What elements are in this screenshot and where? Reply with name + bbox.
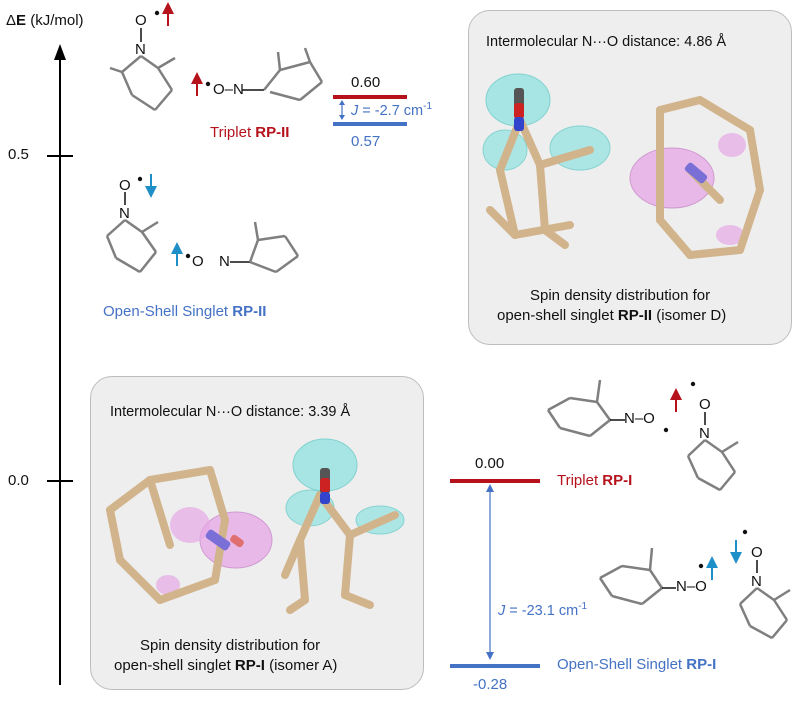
- spin-lobe: [629, 147, 715, 209]
- atom-o: O: [192, 253, 204, 270]
- panel-rp1-caption-suffix: (isomer A): [264, 657, 338, 674]
- axis-label-delta: Δ: [6, 12, 17, 29]
- atom-o: O: [135, 12, 147, 29]
- label-bold: RP-II: [232, 303, 267, 320]
- panel-rp1-caption-line1: Spin density distribution for: [140, 637, 321, 654]
- n-atom: [684, 162, 708, 184]
- o-atom: [230, 534, 244, 548]
- j-unit-exponent: -1: [578, 601, 588, 612]
- label-singlet-rp2: Open-Shell Singlet RP-II: [103, 303, 266, 320]
- level-triplet-rp1: [450, 479, 540, 483]
- j-symbol: J: [498, 602, 506, 619]
- rp1-molecule-left: [106, 466, 273, 604]
- n-atom: [514, 117, 524, 131]
- atom-no: N–O: [624, 410, 655, 427]
- rp1-molecule-right: [281, 438, 405, 614]
- y-axis-arrowhead: [54, 44, 66, 60]
- level-triplet-rp2: [333, 95, 407, 99]
- panel-rp1-caption-line2: open-shell singlet RP-I (isomer A): [114, 657, 337, 674]
- label-singlet-rp1: Open-Shell Singlet RP-I: [557, 656, 716, 673]
- o-atom-red: [320, 478, 330, 492]
- atom-o: O: [699, 396, 711, 413]
- atom-on: O–N: [213, 81, 244, 98]
- label-bold: RP-I: [686, 656, 717, 673]
- spin-lobe: [156, 575, 180, 595]
- label-prefix: Open-Shell Singlet: [557, 656, 687, 673]
- axis-label: ΔE (kJ/mol): [6, 12, 84, 29]
- atom-n: N: [119, 205, 130, 222]
- label-bold: RP-I: [602, 472, 633, 489]
- label-prefix: Triplet: [557, 472, 603, 489]
- n-atom: [205, 529, 231, 551]
- panel-rp1-title: Intermolecular N···O distance: 3.39 Å: [110, 404, 351, 420]
- n-atom: [320, 492, 330, 504]
- label-triplet-rp2: Triplet RP-II: [210, 124, 289, 141]
- panel-rp2-caption-suffix: (isomer D): [652, 307, 727, 324]
- panel-rp2-caption-line1: Spin density distribution for: [530, 287, 711, 304]
- structure-singlet-rp1-right: [738, 560, 791, 640]
- rp2-molecule-right: [629, 96, 764, 259]
- level-singlet-rp1: [450, 664, 540, 668]
- panel-rp1-caption-bold: RP-I: [234, 657, 265, 674]
- spin-lobe: [716, 225, 744, 245]
- value-singlet-rp2: 0.57: [351, 133, 381, 150]
- spin-lobe: [170, 507, 210, 543]
- structure-singlet-rp1-left: [598, 547, 676, 606]
- label-triplet-rp1: Triplet RP-I: [557, 472, 632, 489]
- atom-n: N: [135, 41, 146, 58]
- label-prefix: Open-Shell Singlet: [103, 303, 233, 320]
- panel-rp2-title: Intermolecular N···O distance: 4.86 Å: [486, 34, 727, 50]
- structure-singlet-rp2-bottom: [230, 221, 300, 274]
- label-bold: RP-II: [255, 124, 290, 141]
- structure-triplet-rp2-top: [109, 28, 176, 112]
- j-symbol: J: [351, 102, 359, 119]
- panel-rp2-caption-bold: RP-II: [617, 307, 653, 324]
- structure-triplet-rp1-right: [686, 412, 739, 492]
- atom-n: N: [751, 573, 762, 590]
- atom-n: N: [219, 253, 230, 270]
- radical-dot: [154, 10, 160, 16]
- j-value: = -23.1 cm: [505, 602, 579, 619]
- j-label-rp2: J = -2.7 cm-1: [351, 101, 432, 119]
- j-unit-exponent: -1: [423, 101, 433, 112]
- atom-n: N: [699, 425, 710, 442]
- radical-dot: [742, 529, 748, 535]
- radical-dot: [137, 176, 143, 182]
- value-triplet-rp2: 0.60: [351, 74, 381, 91]
- j-label-rp1: J = -23.1 cm-1: [498, 601, 587, 619]
- structure-triplet-rp1-left: [546, 379, 625, 438]
- radical-dot: [690, 381, 696, 387]
- level-singlet-rp2: [333, 122, 407, 126]
- structure-singlet-rp2-top: [105, 192, 159, 274]
- radical-dot: [185, 253, 191, 259]
- j-value: = -2.7 cm: [358, 102, 424, 119]
- spin-lobe: [718, 133, 746, 157]
- axis-label-unit: (kJ/mol): [26, 12, 84, 29]
- label-prefix: Triplet: [210, 124, 256, 141]
- radical-dot: [663, 427, 669, 433]
- value-singlet-rp1: -0.28: [473, 676, 508, 693]
- radical-dot: [698, 563, 704, 569]
- atom-o: O: [751, 544, 763, 561]
- radical-dot: [205, 81, 211, 87]
- y-tick-label-0.5: 0.5: [8, 146, 29, 163]
- panel-rp2-caption-prefix: open-shell singlet: [497, 307, 618, 324]
- atom-no: N–O: [676, 578, 707, 595]
- axis-label-symbol: E: [16, 12, 27, 29]
- value-triplet-rp1: 0.00: [475, 455, 505, 472]
- y-tick-label-0.0: 0.0: [8, 472, 29, 489]
- rp2-molecule-left: [482, 73, 611, 249]
- panel-rp2-caption-line2: open-shell singlet RP-II (isomer D): [497, 307, 726, 324]
- o-atom-red: [514, 103, 524, 119]
- panel-rp1-caption-prefix: open-shell singlet: [114, 657, 235, 674]
- structure-triplet-rp2-bottom: [242, 47, 324, 102]
- atom-o: O: [119, 177, 131, 194]
